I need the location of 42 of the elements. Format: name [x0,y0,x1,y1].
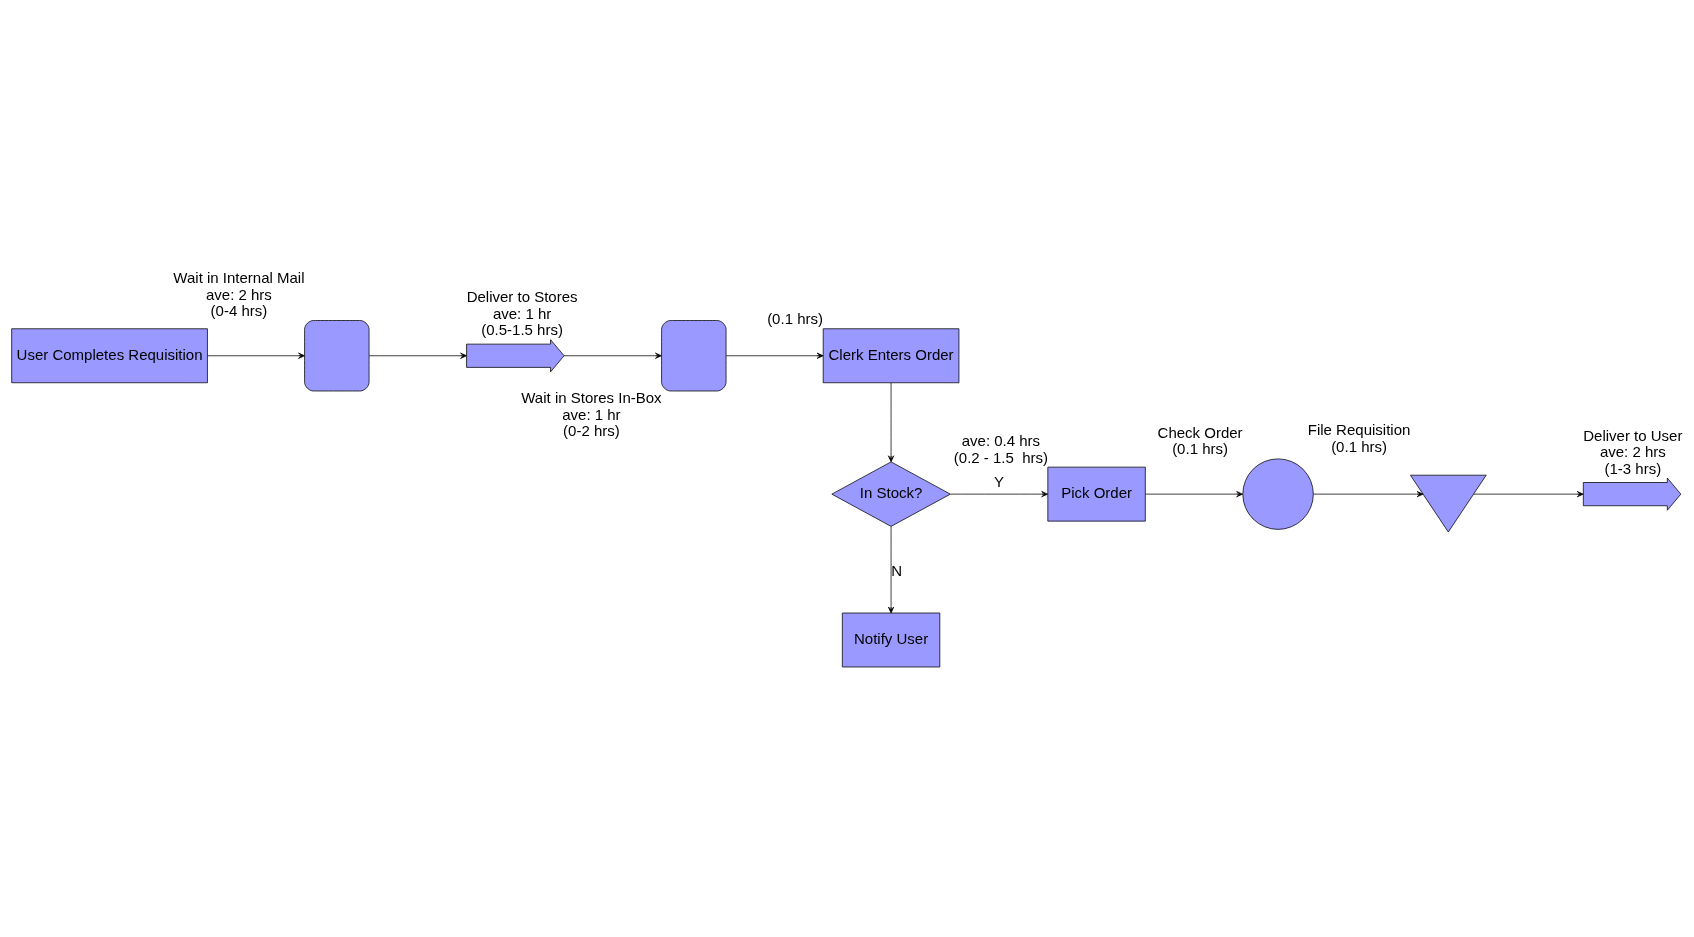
edge-label: N [891,561,903,579]
node-box: User Completes Requisition [11,327,208,383]
node-label: Wait in Stores In-Box [521,388,662,406]
arrow [1313,490,1424,497]
node-label: ave: 1 hr [562,405,621,422]
node-label: (0-2 hrs) [563,421,620,439]
node-delay [661,319,727,391]
arrow [207,352,305,359]
node-label: Check Order [1157,423,1243,441]
arrow [368,352,467,359]
arrow [888,382,895,462]
node-label: (0-4 hrs) [210,301,268,319]
node-box: Clerk Enters Order [822,327,960,383]
node-diamond: In Stock? [831,461,951,527]
node-arrow [1582,477,1682,511]
node-box: Notify User [841,612,941,667]
node-label: Wait in Internal Mail [173,268,305,286]
node-label: (0.1 hrs) [1172,439,1228,457]
node-label: ave: 0.4 hrs [961,431,1041,449]
node-label: Deliver to Stores [466,287,578,305]
node-box: Pick Order [1047,466,1146,521]
node-arrow [466,338,565,372]
node-label: (0.2 - 1.5 hrs) [953,448,1049,466]
node-label: (0.1 hrs) [1331,437,1387,455]
arrow [950,490,1048,497]
arrow [725,352,824,359]
node-delay [304,319,370,391]
node-label: (0.5-1.5 hrs) [481,320,563,338]
node-label: ave: 2 hrs [206,285,272,302]
node-label: ave: 1 hr [492,304,552,322]
node-label: File Requisition [1307,420,1411,438]
arrow [888,525,895,613]
node-label: ave: 2 hrs [1599,442,1666,460]
arrow [1145,490,1243,497]
node-label: (0.1 hrs) [767,309,823,327]
node-circle [1242,458,1314,530]
arrow [1473,490,1584,497]
node-triangle [1410,474,1487,532]
edge-label: Y [994,472,1005,490]
node-label: Deliver to User [1583,426,1683,443]
arrow [563,352,662,359]
node-label: (1-3 hrs) [1604,459,1662,476]
